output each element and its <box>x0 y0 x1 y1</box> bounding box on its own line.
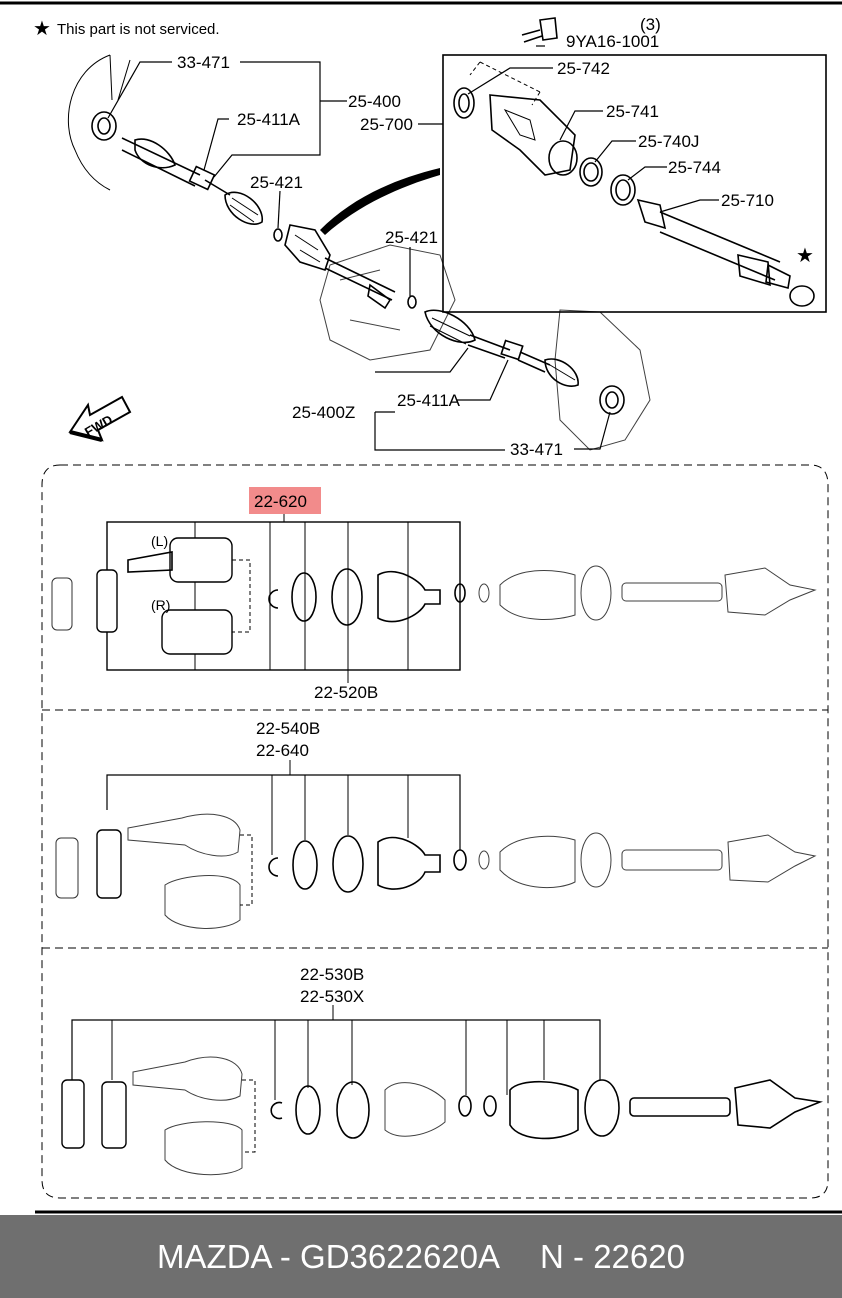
part-label: (3) <box>640 15 661 34</box>
part-label: 25-741 <box>606 102 659 121</box>
part-label: 22-530B <box>300 965 364 984</box>
variants-panel <box>41 464 829 1199</box>
part-label: 25-744 <box>668 158 721 177</box>
part-label: 22-530X <box>300 987 364 1006</box>
upper-assembly <box>68 54 651 451</box>
part-label: (L) <box>151 533 168 549</box>
part-label: 25-700 <box>360 115 413 134</box>
part-label: 25-740J <box>638 132 699 151</box>
detail-parts <box>453 61 815 307</box>
detail-box <box>442 54 827 313</box>
part-label: 33-471 <box>510 440 563 459</box>
part-label: 25-421 <box>250 173 303 192</box>
parts-diagram: ★ This part is not serviced. <box>0 1 842 1214</box>
part-label: 25-710 <box>721 191 774 210</box>
part-label: (R) <box>151 597 170 613</box>
part-label: 25-411A <box>397 391 461 410</box>
upper-leader-lines <box>107 45 719 451</box>
part-label: 22-520B <box>314 683 378 702</box>
highlighted-part-label: 22-620 <box>254 492 307 511</box>
part-label: 25-421 <box>385 228 438 247</box>
part-label: 25-400 <box>348 92 401 111</box>
part-highlight <box>249 487 321 514</box>
footer-reference: N - 22620 <box>540 1237 685 1275</box>
fwd-arrow-icon <box>68 395 132 442</box>
part-label: 25-411A <box>237 110 301 129</box>
star-icon: ★ <box>33 18 51 40</box>
variant-3-parts <box>61 1005 823 1176</box>
footer-bar: MAZDA - GD3622620A N - 22620 <box>0 1215 842 1298</box>
footer-part-number: MAZDA - GD3622620A <box>157 1237 501 1275</box>
part-label: 22-540B <box>256 719 320 738</box>
part-label: 9YA16-1001 <box>566 32 659 51</box>
variant-1-parts <box>51 521 817 671</box>
part-label: 25-742 <box>557 59 610 78</box>
not-serviced-note: This part is not serviced. <box>57 21 220 38</box>
detail-star-icon: ★ <box>796 245 814 267</box>
part-label: 22-640 <box>256 741 309 760</box>
part-label: 25-400Z <box>292 403 355 422</box>
variant-2-parts <box>55 760 817 929</box>
part-label: 33-471 <box>177 53 230 72</box>
bolt-icon <box>521 17 558 43</box>
